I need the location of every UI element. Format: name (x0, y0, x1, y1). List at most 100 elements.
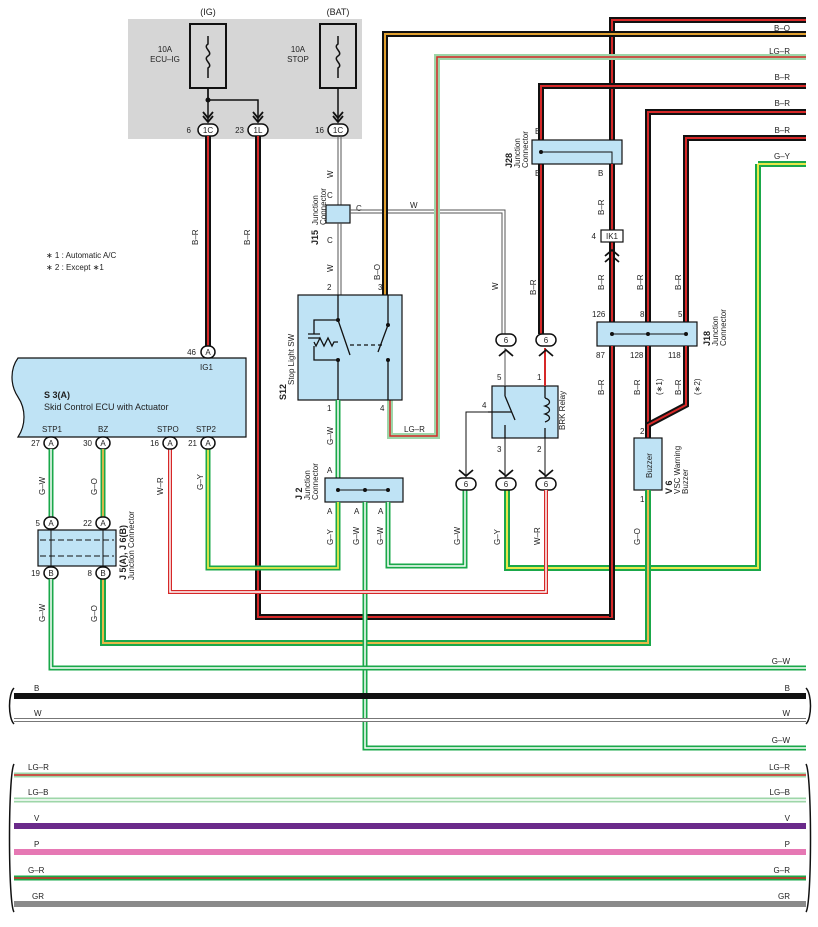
svg-text:G–W: G–W (772, 736, 791, 745)
svg-text:B–R: B–R (674, 379, 683, 395)
note-1: ∗ 1 : Automatic A/C (46, 251, 117, 260)
svg-text:126: 126 (592, 310, 606, 319)
connector-6: 6 (495, 469, 517, 491)
svg-text:G–W: G–W (376, 526, 385, 545)
svg-text:6: 6 (544, 480, 549, 489)
svg-text:Stop Light SW: Stop Light SW (287, 333, 296, 385)
wire-gw-bus (362, 502, 806, 751)
svg-text:1C: 1C (333, 126, 343, 135)
svg-text:W: W (34, 709, 42, 718)
svg-text:Junction: Junction (303, 470, 312, 500)
svg-text:Junction Connector: Junction Connector (127, 511, 136, 580)
wire-gw-out (48, 579, 806, 671)
svg-text:G–Y: G–Y (196, 473, 205, 490)
buzzer-id: V 6 (664, 480, 674, 494)
ecu-name: Skid Control ECU with Actuator (44, 402, 169, 412)
svg-text:A: A (354, 507, 360, 516)
fuse1-name: ECU–IG (150, 55, 180, 64)
svg-text:LG–B: LG–B (770, 788, 790, 797)
svg-text:G–W: G–W (326, 426, 335, 445)
svg-text:GR: GR (32, 892, 44, 901)
svg-text:Junction: Junction (311, 195, 320, 225)
svg-text:W: W (410, 201, 418, 210)
svg-text:LG–B: LG–B (28, 788, 48, 797)
svg-text:2: 2 (537, 445, 542, 454)
wire-br-3 (683, 135, 806, 322)
svg-text:B–O: B–O (774, 24, 790, 33)
svg-text:W: W (326, 264, 335, 272)
svg-text:B–R: B–R (243, 229, 252, 245)
svg-text:G–Y: G–Y (774, 152, 791, 161)
svg-text:128: 128 (630, 351, 644, 360)
svg-text:B–R: B–R (636, 274, 645, 290)
svg-text:1C: 1C (203, 126, 213, 135)
svg-text:STPO: STPO (157, 425, 179, 434)
wire-gw-relay (385, 490, 468, 569)
svg-text:2: 2 (327, 283, 332, 292)
fuse-ecu-ig-symbol-icon (205, 36, 211, 78)
ig-label: (IG) (200, 7, 216, 17)
svg-text:A: A (100, 519, 106, 528)
j15-id: J15 (310, 230, 320, 245)
svg-text:V: V (785, 814, 791, 823)
svg-text:5: 5 (36, 519, 41, 528)
fuse2-name: STOP (287, 55, 309, 64)
wire-br-j28 (538, 83, 806, 334)
svg-text:1: 1 (537, 373, 542, 382)
wire-gy-top (504, 161, 806, 571)
svg-text:8: 8 (640, 310, 645, 319)
svg-text:6: 6 (464, 480, 469, 489)
svg-text:LG–R: LG–R (28, 763, 49, 772)
wire-gy-stp2 (205, 449, 341, 571)
svg-text:Connector: Connector (319, 188, 328, 225)
svg-text:B–R: B–R (529, 279, 538, 295)
svg-text:VSC Warning: VSC Warning (673, 446, 682, 494)
svg-text:A: A (48, 439, 54, 448)
bus-v: V V (14, 814, 806, 829)
fuse-stop-symbol-icon (335, 36, 341, 78)
svg-text:A: A (167, 439, 173, 448)
svg-text:G–W: G–W (453, 526, 462, 545)
svg-text:B–R: B–R (597, 379, 606, 395)
svg-text:C: C (327, 191, 333, 200)
svg-text:2: 2 (640, 427, 645, 436)
arrow-down-icon (252, 111, 264, 124)
svg-text:6: 6 (504, 480, 509, 489)
svg-text:G–R: G–R (28, 866, 45, 875)
svg-text:4: 4 (380, 404, 385, 413)
svg-text:C: C (327, 236, 333, 245)
svg-text:87: 87 (596, 351, 605, 360)
svg-text:W–R: W–R (533, 527, 542, 545)
switch-symbol-icon (308, 295, 389, 400)
svg-text:STP1: STP1 (42, 425, 63, 434)
svg-text:LG–R: LG–R (404, 425, 425, 434)
svg-text:27: 27 (31, 439, 40, 448)
svg-text:16: 16 (315, 126, 324, 135)
svg-text:W: W (491, 282, 500, 290)
relay-symbol-icon (488, 386, 551, 438)
svg-text:B–R: B–R (597, 199, 606, 215)
bus-gr: G–R G–R (14, 866, 806, 881)
svg-text:23: 23 (235, 126, 244, 135)
svg-text:W: W (326, 170, 335, 178)
svg-text:B: B (535, 127, 540, 136)
wire-lgr (387, 54, 806, 439)
j5-id: J 5(A), J 6(B) (118, 525, 128, 580)
svg-text:A: A (327, 466, 333, 475)
skid-control-ecu (11, 357, 247, 438)
svg-text:BZ: BZ (98, 425, 108, 434)
svg-text:P: P (34, 840, 39, 849)
svg-text:G–O: G–O (633, 528, 642, 545)
bus-p: P P (14, 840, 806, 855)
svg-text:W: W (782, 709, 790, 718)
stop-light-switch (297, 294, 403, 401)
j28-id: J28 (504, 153, 514, 168)
svg-text:G–W: G–W (352, 526, 361, 545)
svg-text:B–R: B–R (674, 274, 683, 290)
svg-text:B: B (785, 684, 790, 693)
svg-text:B: B (34, 684, 39, 693)
svg-text:46: 46 (187, 348, 196, 357)
svg-text:STP2: STP2 (196, 425, 217, 434)
svg-text:V: V (34, 814, 40, 823)
connector-6: 6 (535, 333, 557, 357)
